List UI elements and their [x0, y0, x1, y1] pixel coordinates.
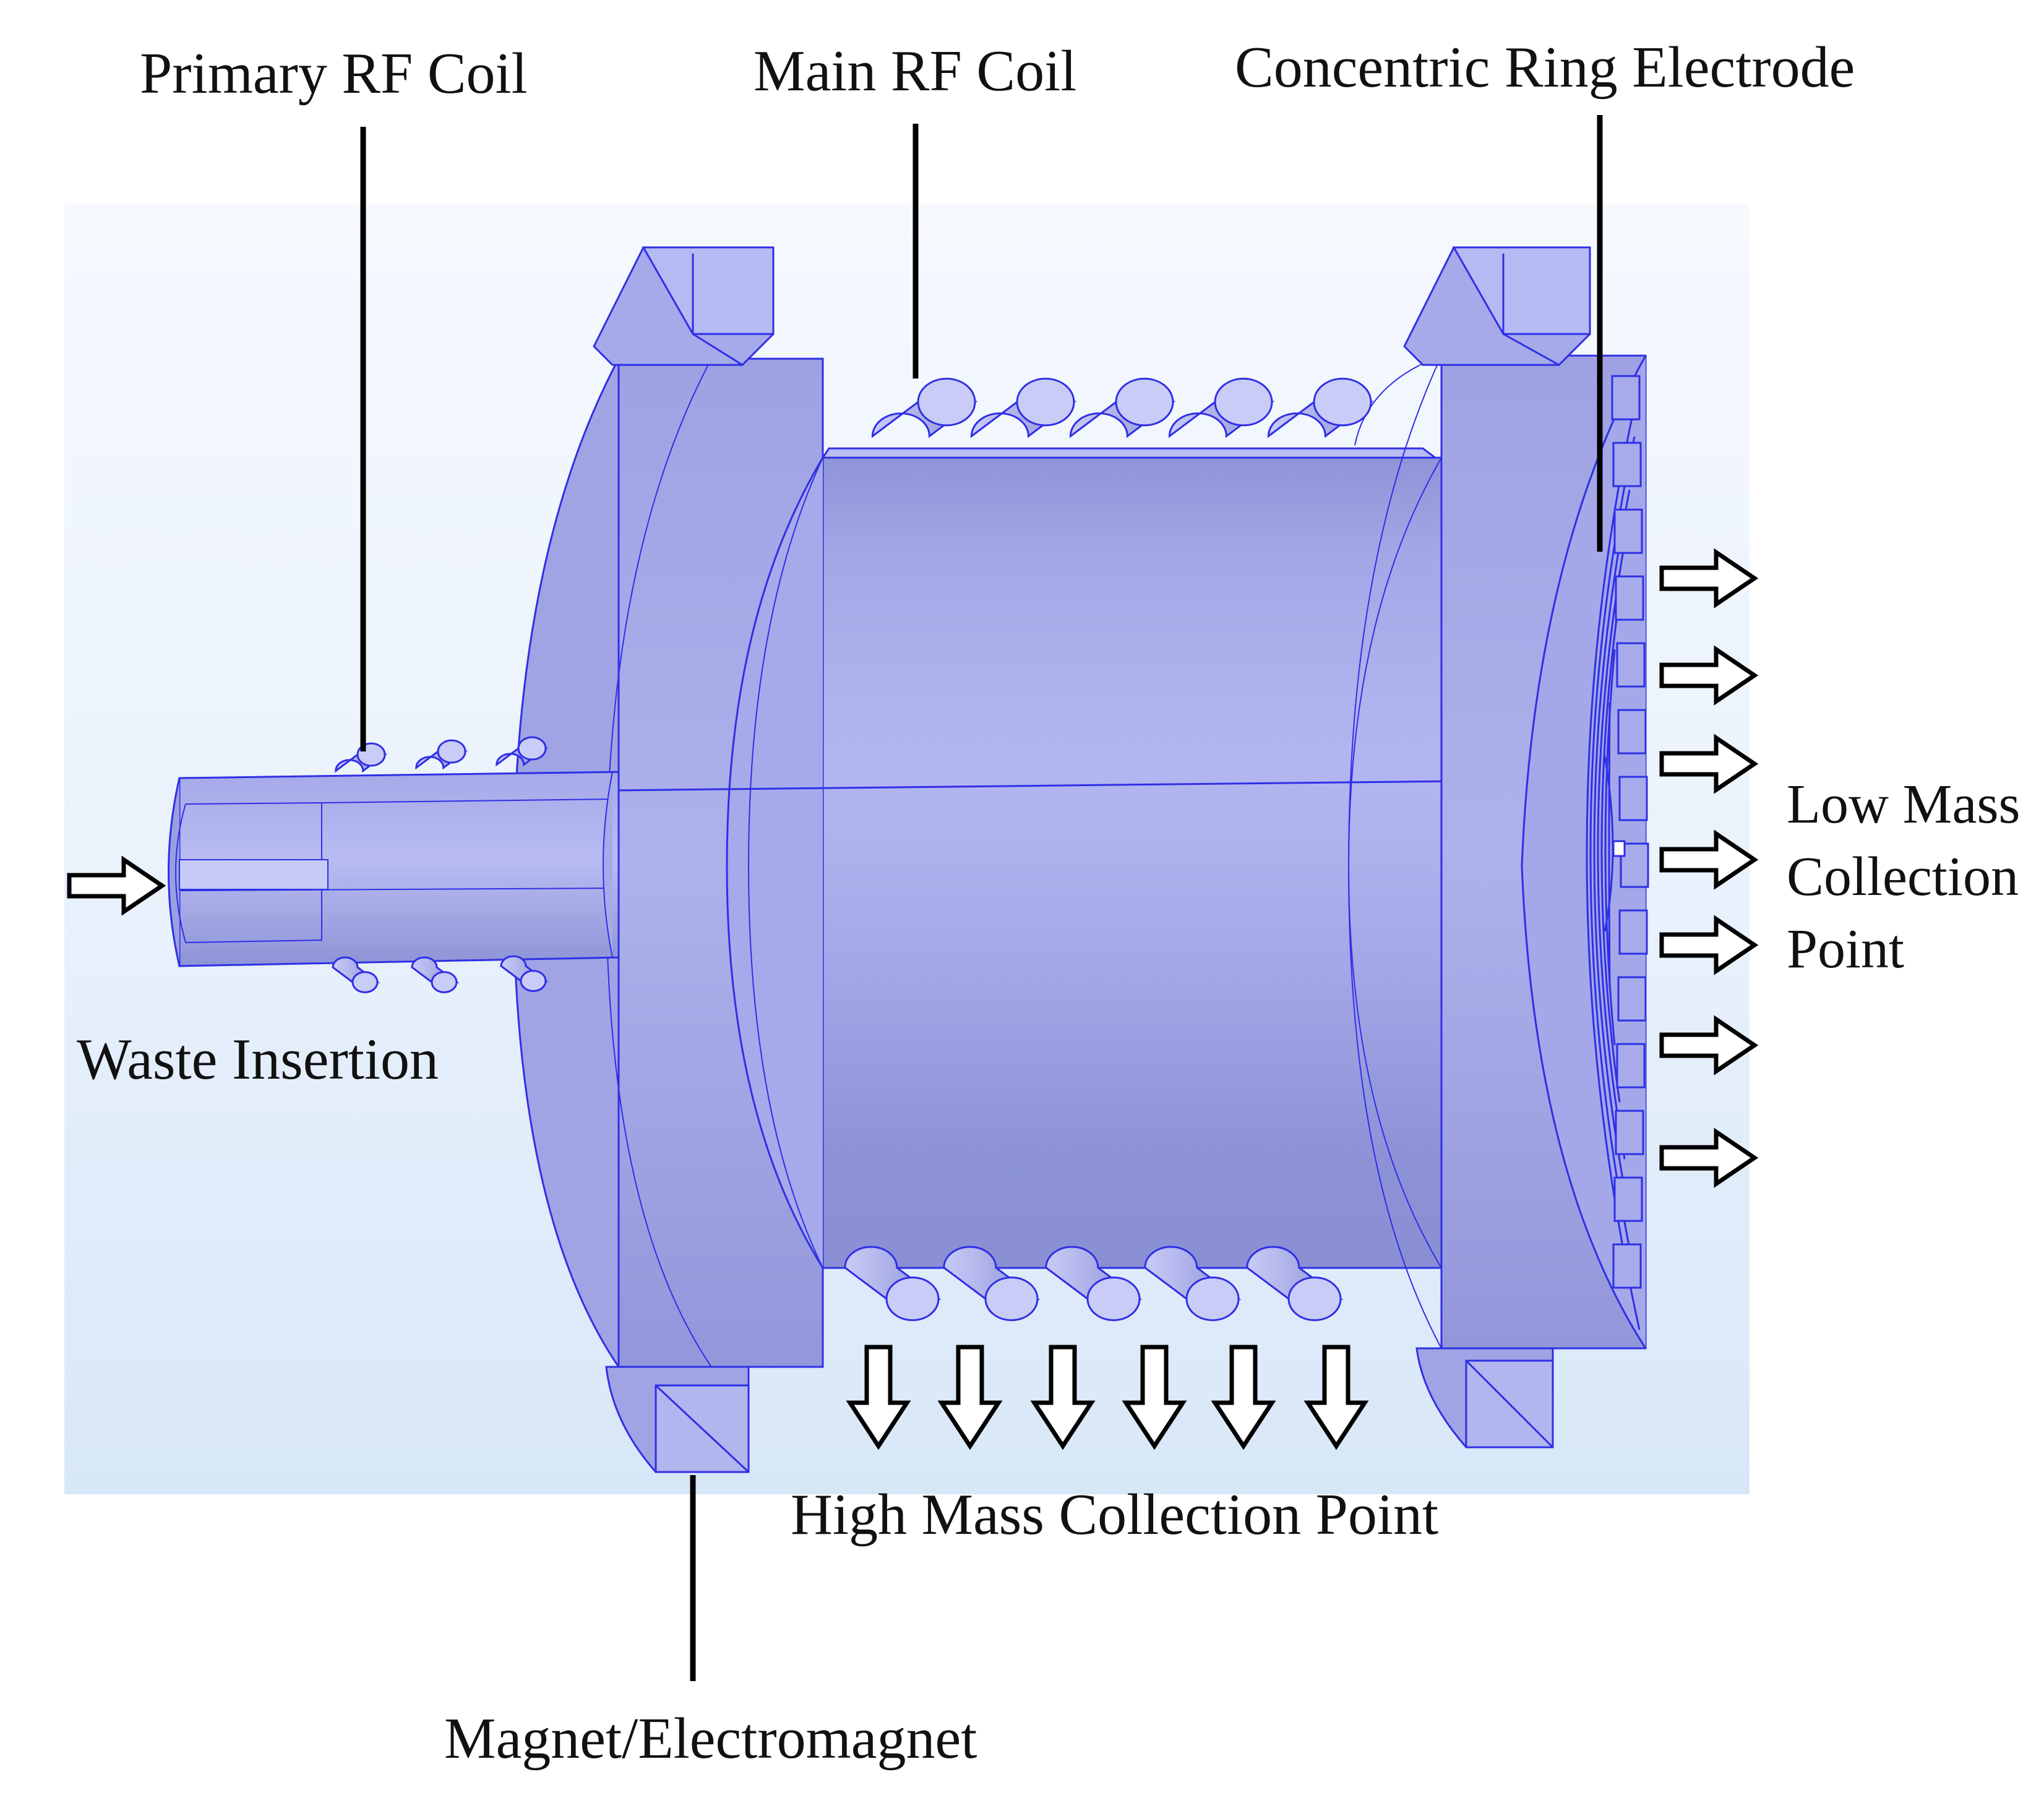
label-low-mass-line-2: Collection — [1787, 846, 2019, 907]
main-coil-turn-bottom-2 — [943, 1246, 1041, 1321]
primary-coil-turn-top-2 — [415, 739, 468, 770]
label-primary-rf-coil: Primary RF Coil — [140, 41, 528, 106]
ring-arc-1 — [1586, 383, 1641, 1330]
high-mass-arrow-4 — [1122, 1345, 1187, 1450]
low-mass-arrow-6 — [1659, 1015, 1759, 1076]
concentric-ring-electrode — [1586, 383, 1641, 1330]
low-mass-arrows — [1659, 548, 1759, 1188]
primary-rf-coil — [332, 736, 549, 993]
label-main-rf-coil: Main RF Coil — [754, 39, 1077, 103]
ring-tooth-10 — [1617, 976, 1647, 1022]
label-high-mass-collection-point: High Mass Collection Point — [791, 1483, 1439, 1547]
magnet-block-bottom-right — [1415, 1347, 1554, 1449]
label-low-mass-collection-point: Low Mass Collection Point — [1787, 768, 2020, 985]
low-mass-arrow-5 — [1659, 915, 1759, 975]
ring-tooth-4 — [1615, 575, 1644, 621]
magnet-block-top-left — [593, 246, 775, 366]
waste-insertion-arrow-icon — [67, 855, 166, 916]
ring-centre — [1612, 840, 1626, 857]
ring-tooth-3 — [1613, 508, 1643, 554]
main-rf-coil-top — [871, 377, 1374, 439]
ring-arc-5 — [1600, 596, 1621, 1103]
high-mass-arrow-3 — [1030, 1345, 1096, 1450]
ring-tooth-9 — [1618, 909, 1648, 955]
main-chamber — [612, 447, 1621, 1269]
ring-tooth-14 — [1612, 1243, 1642, 1289]
ring-tooth-13 — [1613, 1176, 1643, 1222]
label-waste-insertion: Waste Insertion — [77, 1027, 439, 1092]
ring-tooth-11 — [1616, 1043, 1646, 1089]
main-coil-turn-top-4 — [1168, 377, 1275, 439]
low-mass-arrow-7 — [1659, 1128, 1759, 1188]
ring-tooth-6 — [1617, 709, 1647, 755]
inlet-tube — [168, 771, 620, 967]
low-mass-arrow-2 — [1659, 645, 1759, 706]
waste-insertion-arrow — [67, 855, 166, 916]
magnet-block-bottom-left — [605, 1366, 750, 1473]
primary-coil-turn-bottom-3 — [500, 955, 549, 992]
main-coil-turn-bottom-1 — [844, 1246, 942, 1321]
main-coil-turn-bottom-4 — [1144, 1246, 1242, 1321]
ring-arc-7 — [1608, 702, 1611, 989]
ring-tooth-2 — [1612, 442, 1642, 487]
label-low-mass-line-1: Low Mass — [1787, 774, 2020, 835]
high-mass-arrow-5 — [1211, 1345, 1276, 1450]
ring-tooth-12 — [1615, 1110, 1644, 1155]
ring-arc-3 — [1593, 489, 1631, 1217]
ring-tooth-1 — [1611, 375, 1641, 421]
main-coil-turn-bottom-3 — [1045, 1246, 1143, 1321]
ring-arc-4 — [1597, 542, 1626, 1160]
high-mass-arrow-2 — [937, 1345, 1003, 1450]
magnet-block-top-right — [1403, 246, 1591, 366]
leader-lines — [360, 115, 1603, 1681]
ring-electrode-teeth — [1611, 375, 1649, 1289]
high-mass-arrow-1 — [846, 1345, 911, 1450]
high-mass-arrow-6 — [1303, 1345, 1369, 1450]
ring-tooth-7 — [1618, 776, 1648, 821]
high-mass-arrows — [846, 1345, 1369, 1450]
primary-coil-turn-bottom-1 — [332, 956, 380, 993]
main-coil-turn-top-1 — [871, 377, 978, 439]
primary-coil-turn-bottom-2 — [411, 956, 460, 993]
main-rf-coil-bottom — [844, 1246, 1344, 1321]
primary-coil-turn-top-3 — [496, 736, 549, 767]
ring-arc-2 — [1589, 436, 1636, 1273]
label-magnet-electromagnet: Magnet/Electromagnet — [444, 1706, 977, 1771]
label-low-mass-line-3: Point — [1787, 918, 1905, 980]
main-coil-turn-bottom-5 — [1246, 1246, 1344, 1321]
main-coil-turn-top-3 — [1069, 377, 1176, 439]
low-mass-arrow-1 — [1659, 548, 1759, 609]
main-coil-turn-top-5 — [1267, 377, 1374, 439]
ring-tooth-5 — [1616, 642, 1646, 688]
main-coil-turn-top-2 — [970, 377, 1077, 439]
label-concentric-ring-electrode: Concentric Ring Electrode — [1235, 35, 1855, 100]
low-mass-arrow-4 — [1659, 829, 1759, 890]
low-mass-arrow-3 — [1659, 734, 1759, 794]
